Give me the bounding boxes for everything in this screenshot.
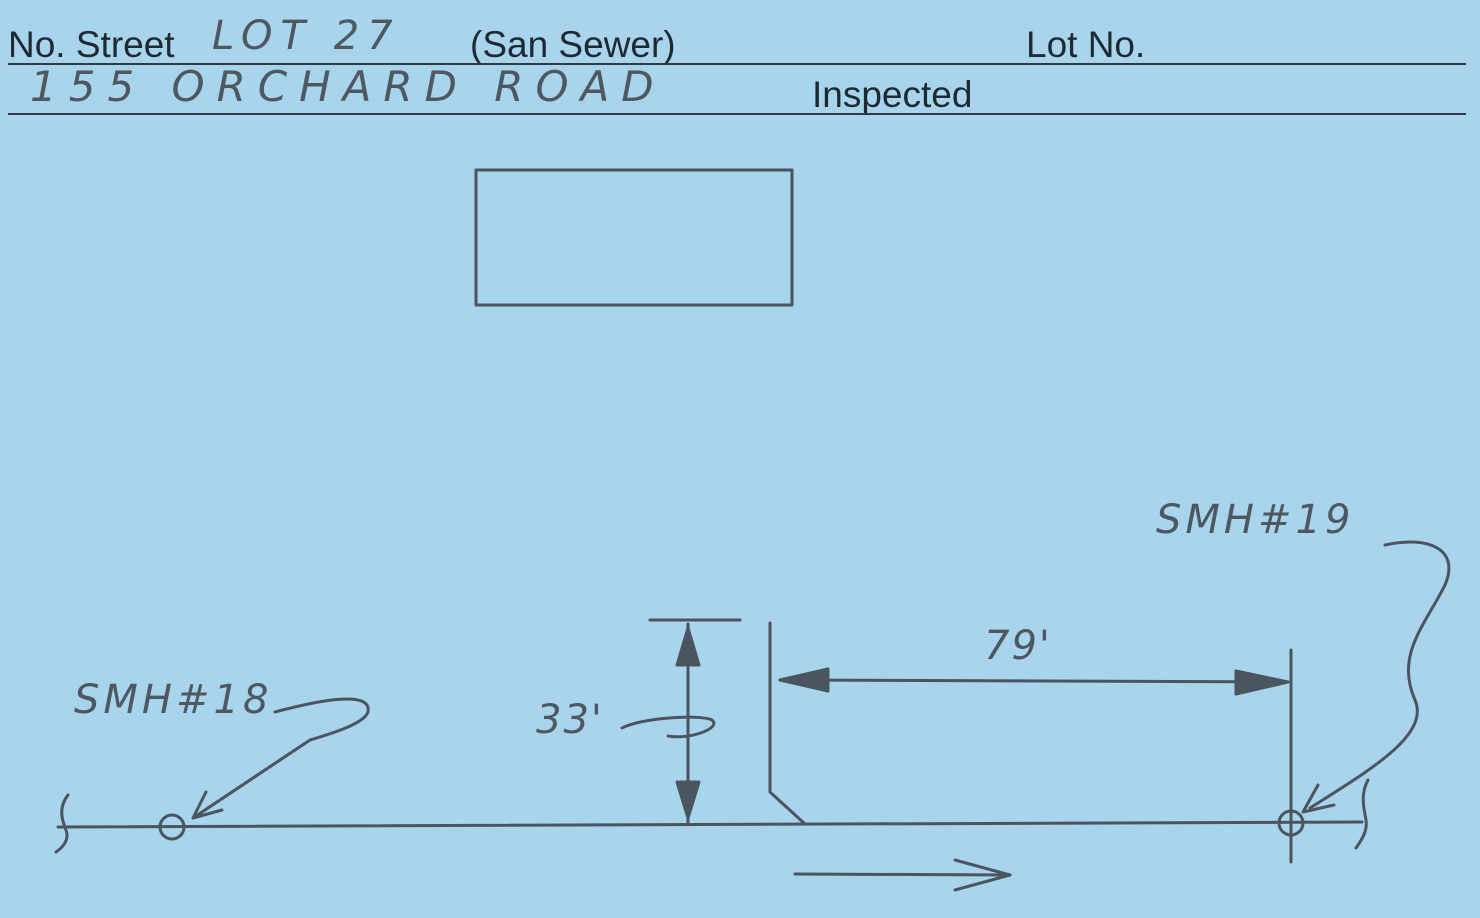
header-rule-top	[8, 63, 1466, 65]
main-break-left	[54, 793, 70, 854]
distance-arrow-left	[778, 667, 830, 693]
header-rule-bottom	[8, 113, 1466, 115]
service-lateral	[768, 621, 807, 826]
flow-direction-line	[793, 872, 1012, 877]
manhole-19-leader	[1308, 540, 1451, 810]
building-footprint	[474, 168, 794, 307]
offset-label-leader	[620, 715, 716, 739]
offset-arrow-bottom	[675, 780, 701, 820]
manhole-18-arrowhead	[191, 790, 224, 820]
manhole-18-leader-arrow	[194, 738, 312, 818]
address-value: 155 ORCHARD ROAD	[30, 62, 666, 111]
offset-dimension-label: 33'	[536, 697, 604, 743]
manhole-19-label: SMH#19	[1156, 497, 1355, 543]
manhole-18-label: SMH#18	[74, 677, 273, 723]
manhole-19-arrowhead	[1301, 783, 1336, 814]
distance-arrow-right	[1234, 669, 1290, 696]
sewer-note: (San Sewer)	[470, 24, 676, 65]
distance-dimension-line	[778, 678, 1290, 684]
street-value: LOT 27	[212, 13, 401, 59]
manhole-18-leader-hook	[273, 697, 370, 742]
street-label: No. Street	[8, 24, 175, 65]
inspected-label: Inspected	[812, 74, 973, 115]
offset-arrow-top	[675, 626, 701, 667]
manhole-18-symbol	[158, 813, 186, 841]
lot-label: Lot No.	[1026, 24, 1146, 65]
sewer-main-line	[56, 820, 1364, 829]
distance-dimension-label: 79'	[984, 623, 1052, 669]
main-break-right	[1354, 778, 1370, 850]
flow-direction-arrowhead	[953, 858, 1012, 892]
